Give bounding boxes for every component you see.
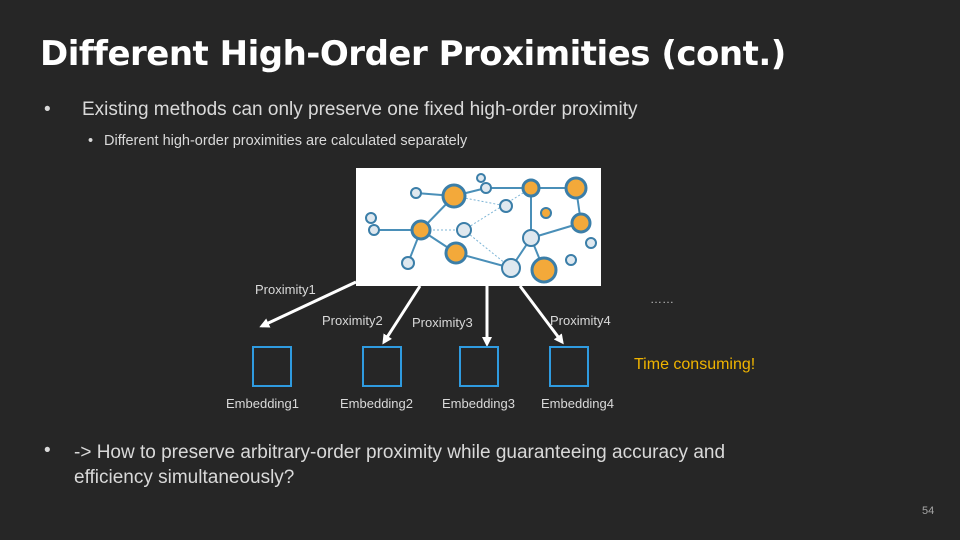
page-number: 54 xyxy=(922,505,935,517)
proximity4-arrow xyxy=(518,285,564,345)
proximity2-arrow xyxy=(382,285,422,345)
proximity1-arrow xyxy=(259,280,357,328)
proximity3-label: Proximity3 xyxy=(412,315,473,330)
network-graph-image xyxy=(356,168,601,286)
embedding3-label: Embedding3 xyxy=(442,396,515,411)
embedding1-box xyxy=(252,346,292,387)
network-graph-icon xyxy=(365,173,597,284)
question-text: -> How to preserve arbitrary-order proxi… xyxy=(74,442,726,488)
time-consuming-note: Time consuming! xyxy=(634,356,756,373)
sub-bullet-text: Different high-order proximities are cal… xyxy=(104,133,468,149)
slide-title: Different High-Order Proximities (cont.) xyxy=(40,34,786,74)
embedding4-box xyxy=(549,346,589,387)
proximity1-label: Proximity1 xyxy=(255,282,316,297)
main-bullet-text: Existing methods can only preserve one f… xyxy=(82,99,638,120)
bullet-dot: • xyxy=(44,99,51,120)
embedding3-box xyxy=(459,346,499,387)
bullet-dot: • xyxy=(44,440,51,461)
proximity4-label: Proximity4 xyxy=(550,313,611,328)
embedding2-box xyxy=(362,346,402,387)
ellipsis: …… xyxy=(650,292,674,306)
bullet-dot: • xyxy=(88,133,94,149)
embedding1-label: Embedding1 xyxy=(226,396,299,411)
embedding4-label: Embedding4 xyxy=(541,396,614,411)
proximity2-label: Proximity2 xyxy=(322,313,383,328)
embedding2-label: Embedding2 xyxy=(340,396,413,411)
